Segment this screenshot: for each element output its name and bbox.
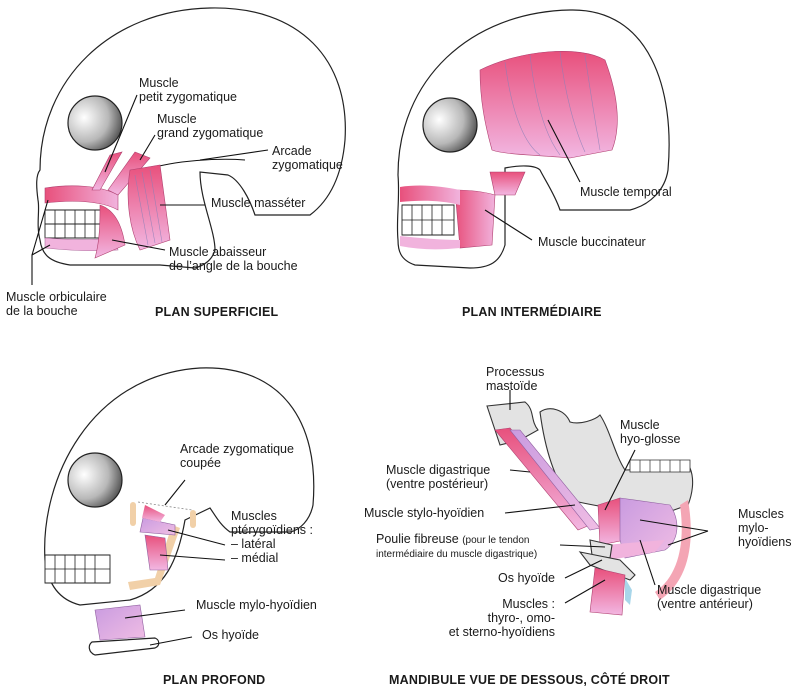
muscle-orbicularis-upper: [44, 185, 119, 211]
muscle-pterygoid-medial: [144, 534, 169, 571]
label-note: intermédiaire du muscle digastrique): [376, 549, 538, 560]
label-buccinateur: Muscle buccinateur: [538, 235, 646, 249]
label-grand-zygomatique: Muscle grand zygomatique: [157, 112, 263, 140]
panel-title-superficiel: PLAN SUPERFICIEL: [155, 305, 279, 319]
label-line: et sterno-hyoïdiens: [448, 625, 555, 639]
panel-superficiel-skull: [31, 7, 346, 285]
label-digastrique-anterieur: Muscle digastrique (ventre antérieur): [657, 583, 761, 611]
label-mylo-hyoidien: Muscle mylo-hyoïdien: [196, 598, 317, 612]
label-pterygoidiens: Muscles ptérygoïdiens : – latéral – médi…: [231, 509, 313, 565]
label-line: Muscles: [738, 507, 784, 521]
label-line: Os hyoïde: [498, 571, 555, 585]
label-line: thyro-, omo-: [487, 611, 555, 625]
eye-socket: [67, 452, 123, 508]
panel-intermediaire-skull: [396, 9, 670, 269]
label-masseter: Muscle masséter: [211, 196, 305, 210]
label-line: Muscles: [231, 509, 277, 523]
label-line: Muscle digastrique: [657, 583, 762, 597]
label-line: Muscle abaisseur: [169, 245, 267, 259]
mandible-ramus-cut: [128, 525, 180, 590]
label-hyo-glosse: Muscle hyo-glosse: [620, 418, 680, 446]
label-line: mastoïde: [486, 379, 538, 393]
label-mylo-hyoidiens: Muscles mylo- hyoïdiens: [738, 507, 792, 549]
label-line: Os hyoïde: [202, 628, 259, 642]
muscle-mylo-hyoidien: [94, 604, 146, 641]
label-line: Muscle: [139, 76, 179, 90]
label-poulie-fibreuse: Poulie fibreuse (pour le tendon interméd…: [376, 532, 537, 562]
label-line: – médial: [231, 551, 279, 565]
eye-socket: [67, 95, 123, 151]
label-arcade-zygomatique: Arcade zygomatique: [272, 144, 343, 172]
label-line: Arcade zygomatique: [180, 442, 294, 456]
label-line: Muscle: [157, 112, 197, 126]
label-abaisseur: Muscle abaisseur de l’angle de la bouche: [169, 245, 298, 273]
label-line: Muscle temporal: [580, 185, 672, 199]
muscle-petit-zygomatique: [91, 151, 123, 191]
muscle-orbicularis: [400, 185, 460, 205]
panel-title-mandibule: MANDIBULE VUE DE DESSOUS, CÔTÉ DROIT: [389, 673, 670, 687]
label-line: zygomatique: [272, 158, 343, 172]
label-processus-mastoide: Processus mastoïde: [486, 365, 544, 393]
label-line: de la bouche: [6, 304, 78, 318]
muscle-depressor: [94, 204, 126, 259]
zygomatic-cut-front: [130, 502, 136, 526]
label-line: (ventre postérieur): [386, 477, 489, 491]
zygomatic-cut-back: [190, 510, 196, 528]
label-line: ptérygoïdiens :: [231, 523, 313, 537]
label-line: Muscle: [620, 418, 660, 432]
label-line: hyoïdiens: [738, 535, 792, 549]
label-petit-zygomatique: Muscle petit zygomatique: [139, 76, 237, 104]
muscle-grand-zygomatique: [107, 151, 151, 196]
label-line: de l’angle de la bouche: [169, 259, 298, 273]
mandible-edge-pink: [655, 500, 691, 600]
teeth: [44, 209, 106, 239]
label-temporal: Muscle temporal: [580, 185, 672, 199]
label-line: grand zygomatique: [157, 126, 264, 140]
label-stylo-hyoidien: Muscle stylo-hyoïdien: [364, 506, 484, 520]
label-os-hyoide: Os hyoïde: [202, 628, 259, 642]
label-line: – latéral: [231, 537, 276, 551]
panel-mandibule: [486, 390, 709, 616]
label-line: Poulie fibreuse: [376, 532, 459, 546]
label-line: Arcade: [272, 144, 312, 158]
label-line: coupée: [180, 456, 222, 470]
label-line: Muscle buccinateur: [538, 235, 646, 249]
label-orbiculaire: Muscle orbiculaire de la bouche: [6, 290, 107, 318]
label-line: Processus: [486, 365, 545, 379]
label-line: hyo-glosse: [620, 432, 681, 446]
label-line: mylo-: [738, 521, 769, 535]
panel-profond-skull: [44, 367, 315, 656]
label-line: Muscle mylo-hyoïdien: [196, 598, 317, 612]
muscle-pterygoid-lateral: [139, 517, 176, 536]
label-digastrique-posterieur: Muscle digastrique (ventre postérieur): [386, 463, 490, 491]
muscle-buccinateur: [454, 189, 496, 249]
os-hyoide: [578, 551, 636, 581]
label-line: Muscles :: [502, 597, 555, 611]
muscles-infrahyoidiens: [589, 567, 626, 616]
muscle-temporal: [479, 51, 618, 159]
label-line: petit zygomatique: [139, 90, 237, 104]
label-os-hyoide-mandibule: Os hyoïde: [498, 571, 555, 585]
panel-title-profond: PLAN PROFOND: [163, 673, 266, 687]
label-note: (pour le tendon: [462, 535, 530, 546]
label-line: Muscle orbiculaire: [6, 290, 107, 304]
eye-socket: [422, 97, 478, 153]
panel-title-intermediaire: PLAN INTERMÉDIAIRE: [462, 305, 602, 319]
label-arcade-coupee: Arcade zygomatique coupée: [180, 442, 294, 470]
label-line: (ventre antérieur): [657, 597, 753, 611]
label-line: Muscle digastrique: [386, 463, 491, 477]
os-hyoide: [88, 637, 160, 656]
label-muscles-infrahyoidiens: Muscles : thyro-, omo- et sterno-hyoïdie…: [449, 597, 555, 639]
label-line: Muscle masséter: [211, 196, 306, 210]
label-line: Muscle stylo-hyoïdien: [364, 506, 485, 520]
